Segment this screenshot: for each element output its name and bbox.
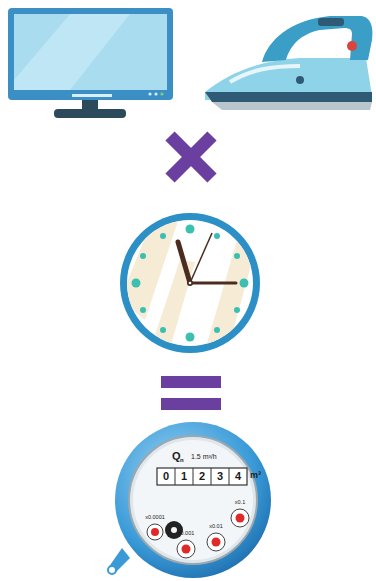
equals-sign xyxy=(161,376,221,410)
flow-rating: 1.5 m³/h xyxy=(191,453,217,460)
dial-factor: x0.001 xyxy=(178,531,195,537)
dial-factor: x0.0001 xyxy=(145,515,165,521)
meter-symbol-subscript: n xyxy=(180,457,184,463)
water-meter-icon xyxy=(108,422,271,578)
dial-factor: x0.01 xyxy=(209,524,222,530)
counter-digit: 3 xyxy=(217,471,223,482)
counter-digit: 0 xyxy=(163,471,169,482)
counter-digit: 4 xyxy=(235,471,241,482)
counter-digit: 1 xyxy=(181,471,187,482)
clock-icon xyxy=(120,200,260,360)
multiply-sign xyxy=(170,136,212,178)
counter-unit: m³ xyxy=(250,471,261,480)
dial-factor: x0.1 xyxy=(235,500,245,506)
meter-symbol: Q xyxy=(172,451,181,462)
monitor-icon xyxy=(8,8,173,118)
iron-icon xyxy=(205,16,373,110)
counter-digit: 2 xyxy=(199,471,205,482)
